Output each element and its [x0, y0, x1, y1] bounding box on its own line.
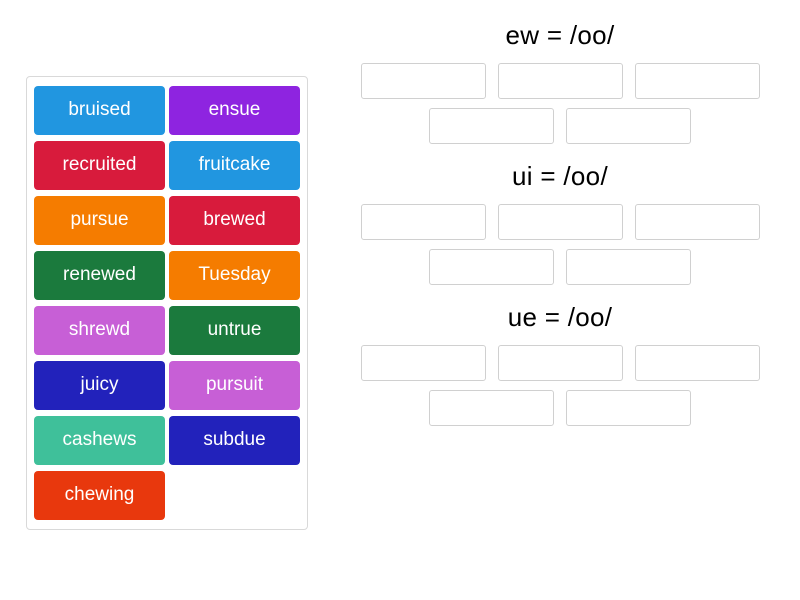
word-tile[interactable]: ensue — [169, 86, 300, 135]
drop-slot[interactable] — [360, 63, 486, 99]
category-title: ew = /oo/ — [505, 20, 615, 50]
category-group: ue = /oo/ — [330, 302, 790, 435]
drop-slot[interactable] — [497, 63, 623, 99]
category-slot-row — [330, 63, 790, 108]
drop-slot[interactable] — [566, 249, 691, 285]
word-tile[interactable]: fruitcake — [169, 141, 300, 190]
word-tile[interactable]: juicy — [34, 361, 165, 410]
drop-slot[interactable] — [429, 249, 554, 285]
word-tile[interactable]: recruited — [34, 141, 165, 190]
category-slot-row — [330, 345, 790, 390]
word-tile[interactable]: bruised — [34, 86, 165, 135]
drop-slot[interactable] — [634, 345, 760, 381]
category-slot-row — [330, 204, 790, 249]
word-tile[interactable]: cashews — [34, 416, 165, 465]
word-tile[interactable]: untrue — [169, 306, 300, 355]
drop-slot[interactable] — [566, 108, 691, 144]
drop-slot[interactable] — [429, 108, 554, 144]
drop-slot[interactable] — [634, 63, 760, 99]
category-group: ui = /oo/ — [330, 161, 790, 294]
drop-slot[interactable] — [429, 390, 554, 426]
word-tile[interactable]: Tuesday — [169, 251, 300, 300]
word-tile[interactable]: chewing — [34, 471, 165, 520]
word-tile[interactable]: renewed — [34, 251, 165, 300]
drop-slot[interactable] — [634, 204, 760, 240]
category-slot-row — [330, 390, 790, 435]
drop-slot[interactable] — [360, 204, 486, 240]
drop-slot[interactable] — [497, 345, 623, 381]
drop-slot[interactable] — [360, 345, 486, 381]
word-tile[interactable]: shrewd — [34, 306, 165, 355]
drop-slot[interactable] — [497, 204, 623, 240]
category-group: ew = /oo/ — [330, 20, 790, 153]
category-title: ui = /oo/ — [512, 161, 608, 191]
word-tile[interactable]: brewed — [169, 196, 300, 245]
category-slot-row — [330, 108, 790, 153]
category-list: ew = /oo/ui = /oo/ue = /oo/ — [330, 20, 790, 443]
word-tile[interactable]: pursue — [34, 196, 165, 245]
category-slot-row — [330, 249, 790, 294]
word-tile[interactable]: subdue — [169, 416, 300, 465]
word-tile[interactable]: pursuit — [169, 361, 300, 410]
drop-slot[interactable] — [566, 390, 691, 426]
category-title: ue = /oo/ — [507, 302, 613, 332]
